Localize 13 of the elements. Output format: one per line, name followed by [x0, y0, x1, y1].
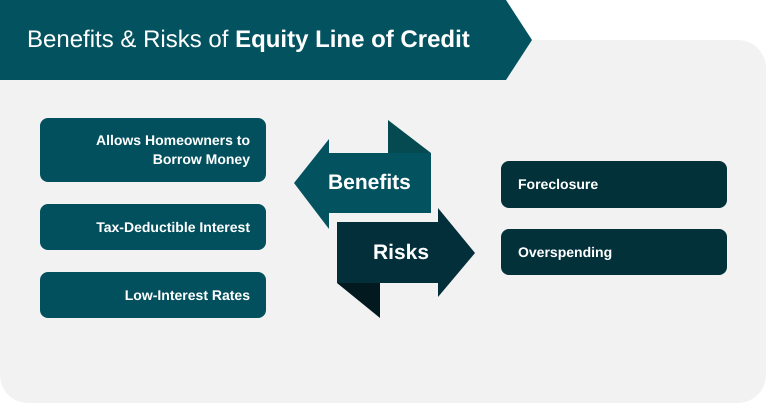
risk-text: Overspending [518, 242, 612, 262]
title: Benefits & Risks of Equity Line of Credit [27, 25, 470, 55]
risk-card [501, 229, 727, 275]
benefit-card [40, 204, 266, 250]
risk-card [501, 161, 727, 208]
arrow-label: Benefits [328, 171, 411, 195]
arrow-label: Risks [373, 241, 430, 265]
benefit-card [40, 118, 266, 182]
benefit-text: Low-Interest Rates [124, 286, 250, 304]
benefit-card [40, 272, 266, 318]
benefit-text: Tax-Deductible Interest [96, 218, 250, 236]
benefit-text: Allows Homeowners to Borrow Money [94, 131, 250, 169]
risk-text: Foreclosure [518, 175, 598, 194]
